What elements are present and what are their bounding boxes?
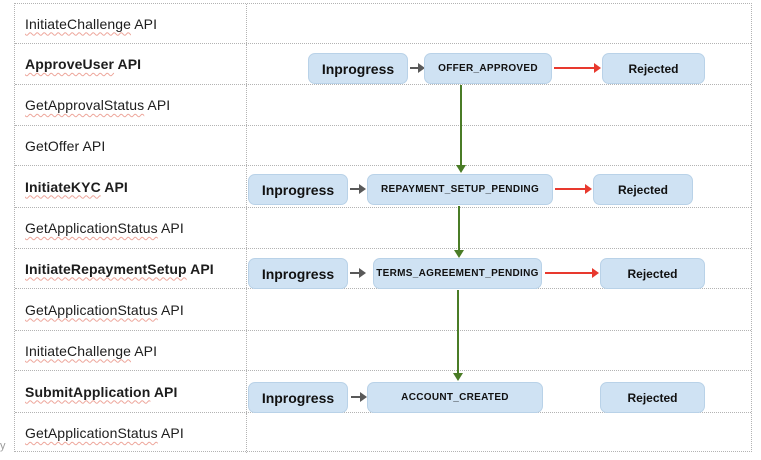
arrow-right-icon bbox=[351, 392, 367, 402]
flow-cell bbox=[247, 4, 751, 43]
api-label-cell: InitiateChallenge API bbox=[15, 4, 247, 43]
api-label-cell: GetApplicationStatus API bbox=[15, 208, 247, 248]
reject-arrow-icon bbox=[555, 184, 592, 194]
table-row: GetApplicationStatus API bbox=[15, 413, 751, 453]
api-label: InitiateChallenge API bbox=[25, 342, 158, 359]
clipped-text-fragment: y bbox=[0, 440, 6, 452]
table-row: ApproveUser API bbox=[15, 44, 751, 85]
arrow-right-icon bbox=[350, 268, 366, 278]
api-label: GetOffer API bbox=[25, 137, 106, 154]
state-box-offer-approved: OFFER_APPROVED bbox=[424, 53, 552, 84]
state-box-terms-agreement-pending: TERMS_AGREEMENT_PENDING bbox=[373, 258, 542, 289]
state-box-inprogress: Inprogress bbox=[308, 53, 408, 84]
state-box-inprogress: Inprogress bbox=[248, 382, 348, 413]
api-label: ApproveUser API bbox=[25, 56, 142, 72]
green-down-arrow-icon bbox=[453, 290, 463, 381]
api-label-cell: GetOffer API bbox=[15, 126, 247, 165]
api-label: InitiateKYC API bbox=[25, 178, 128, 195]
arrow-right-icon bbox=[350, 184, 366, 194]
green-down-arrow-icon bbox=[454, 206, 464, 258]
api-label-cell: GetApprovalStatus API bbox=[15, 85, 247, 125]
api-label-cell: GetApplicationStatus API bbox=[15, 413, 247, 453]
table-row: InitiateChallenge API bbox=[15, 331, 751, 371]
api-label: GetApplicationStatus API bbox=[25, 301, 184, 318]
api-label-cell: InitiateRepaymentSetup API bbox=[15, 249, 247, 288]
flow-cell bbox=[247, 413, 751, 453]
table-row: InitiateKYC API bbox=[15, 166, 751, 208]
state-box-repayment-setup-pending: REPAYMENT_SETUP_PENDING bbox=[367, 174, 553, 205]
state-box-rejected: Rejected bbox=[593, 174, 693, 205]
reject-arrow-icon bbox=[545, 268, 599, 278]
api-label: InitiateChallenge API bbox=[25, 15, 158, 32]
table-row: GetApplicationStatus API bbox=[15, 289, 751, 331]
state-box-inprogress: Inprogress bbox=[248, 258, 348, 289]
api-sequence-table: InitiateChallenge API ApproveUser API Ge… bbox=[14, 3, 752, 453]
table-row: GetApprovalStatus API bbox=[15, 85, 751, 126]
api-label-cell: ApproveUser API bbox=[15, 44, 247, 84]
table-row: InitiateChallenge API bbox=[15, 4, 751, 44]
table-row: GetOffer API bbox=[15, 126, 751, 166]
api-label-cell: InitiateKYC API bbox=[15, 166, 247, 207]
flow-cell bbox=[247, 289, 751, 330]
flow-cell bbox=[247, 85, 751, 125]
flow-cell bbox=[247, 126, 751, 165]
state-box-rejected: Rejected bbox=[600, 382, 705, 413]
api-label-cell: GetApplicationStatus API bbox=[15, 289, 247, 330]
api-label-cell: SubmitApplication API bbox=[15, 371, 247, 412]
flow-cell bbox=[247, 331, 751, 370]
state-box-account-created: ACCOUNT_CREATED bbox=[367, 382, 543, 413]
api-label: SubmitApplication API bbox=[25, 383, 178, 400]
api-label: GetApplicationStatus API bbox=[25, 425, 184, 441]
state-box-inprogress: Inprogress bbox=[248, 174, 348, 205]
state-box-rejected: Rejected bbox=[600, 258, 705, 289]
green-down-arrow-icon bbox=[456, 85, 466, 173]
table-row: GetApplicationStatus API bbox=[15, 208, 751, 249]
state-box-rejected: Rejected bbox=[602, 53, 705, 84]
arrow-right-icon bbox=[410, 63, 425, 73]
api-label: GetApprovalStatus API bbox=[25, 97, 171, 113]
api-label-cell: InitiateChallenge API bbox=[15, 331, 247, 370]
api-label: InitiateRepaymentSetup API bbox=[25, 260, 214, 277]
reject-arrow-icon bbox=[554, 63, 601, 73]
flow-cell bbox=[247, 208, 751, 248]
api-label: GetApplicationStatus API bbox=[25, 220, 184, 236]
